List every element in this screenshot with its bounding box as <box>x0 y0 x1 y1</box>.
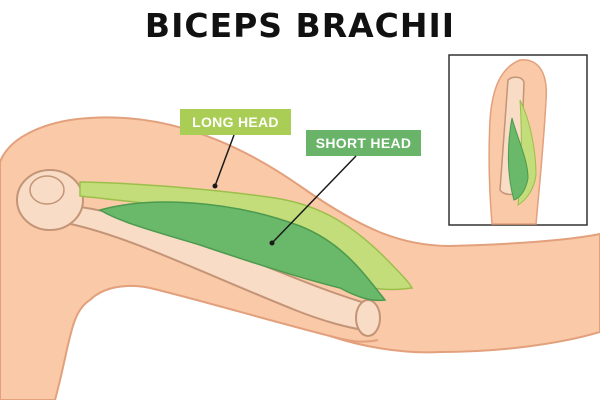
diagram-title: BICEPS BRACHII <box>144 6 456 45</box>
humerus-bone <box>16 169 381 337</box>
short-head-label: SHORT HEAD <box>315 135 412 151</box>
short-head-label-box <box>306 130 421 156</box>
inset-short-head <box>507 117 529 201</box>
long-head-label-box <box>180 109 291 135</box>
elbow-crease <box>329 335 379 343</box>
long-head-leader-dot <box>212 183 218 189</box>
short-head-leader-dot <box>269 240 275 246</box>
short-head-muscle <box>98 201 387 302</box>
inset-panel <box>448 54 588 226</box>
short-head-leader-line <box>271 155 357 244</box>
long-head-leader-line <box>214 134 235 187</box>
long-head-label: LONG HEAD <box>192 114 279 130</box>
